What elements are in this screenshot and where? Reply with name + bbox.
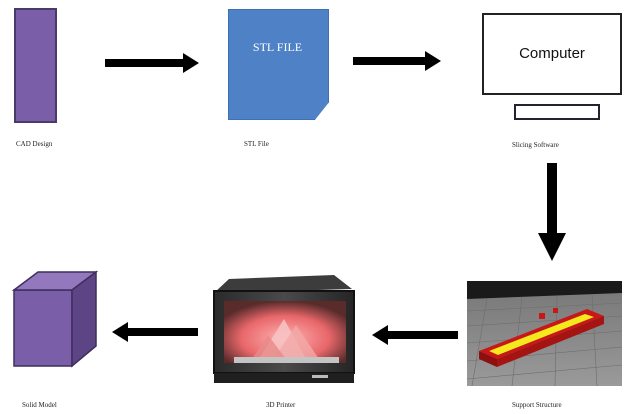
- stl-file-caption: STL File: [244, 140, 269, 148]
- stl-document-label: STL FILE: [252, 40, 303, 54]
- computer-screen-label: Computer: [519, 45, 585, 62]
- solid-cube-icon: [11, 270, 99, 368]
- arrow-stl-to-computer: [353, 51, 441, 71]
- arrow-printer-to-solid: [112, 322, 198, 342]
- arrow-support-to-printer: [372, 325, 458, 345]
- cad-design-icon: [14, 8, 57, 123]
- cad-design-caption: CAD Design: [16, 140, 53, 148]
- support-structure-caption: Support Structure: [512, 401, 562, 409]
- computer-keyboard-icon: [514, 104, 600, 120]
- 3d-printer-photo-icon: [213, 275, 355, 383]
- 3d-printer-caption: 3D Printer: [266, 401, 296, 409]
- computer-monitor-icon: [482, 13, 622, 95]
- slicing-software-caption: Slicing Software: [512, 141, 559, 149]
- solid-model-caption: Solid Model: [22, 401, 57, 409]
- arrow-cad-to-stl: [105, 53, 199, 73]
- stl-document-icon: [228, 9, 329, 120]
- support-structure-render-icon: [467, 281, 622, 386]
- arrow-computer-to-support: [538, 163, 566, 261]
